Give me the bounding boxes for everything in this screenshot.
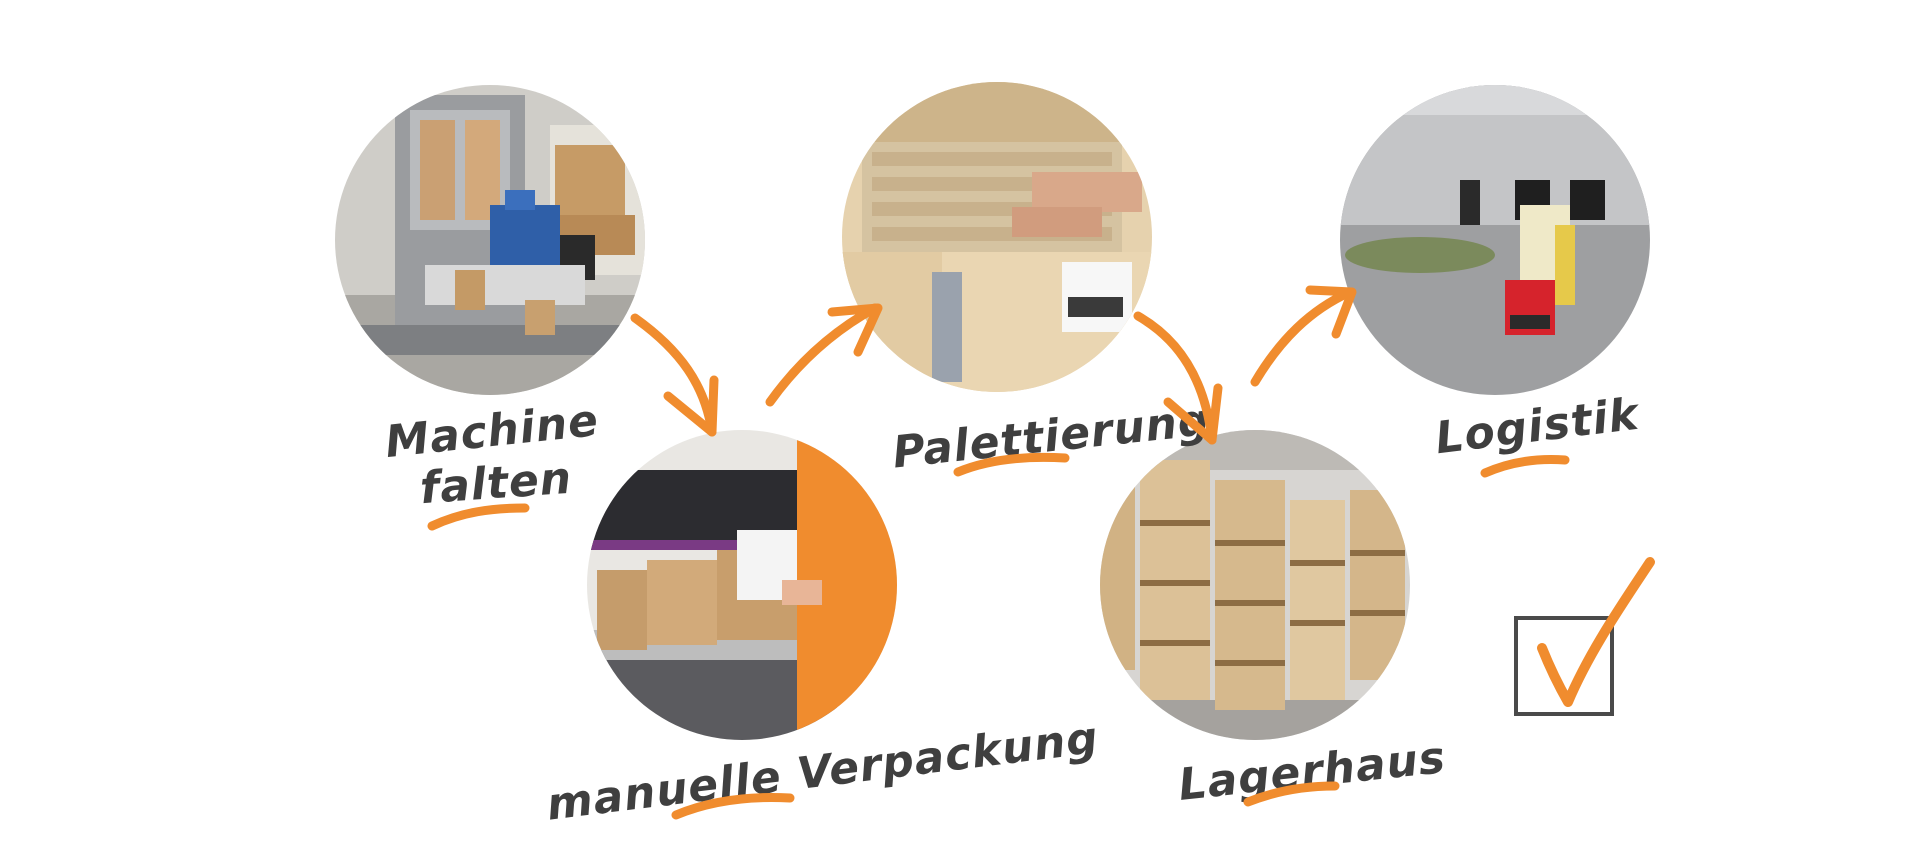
arrow-pallet-to-warehouse — [1133, 311, 1217, 445]
underline-logistics — [1480, 455, 1570, 478]
arrow-manual-to-pallet — [765, 303, 880, 407]
underline-warehouse — [1243, 781, 1340, 807]
underline-machine — [427, 503, 530, 531]
machine-folding-photo — [335, 85, 645, 395]
manual-packing-photo — [587, 430, 897, 740]
arrow-manual-to-pallet-head — [827, 303, 883, 357]
arrow-machine-to-manual-head — [663, 375, 719, 437]
arrow-warehouse-to-logistics — [1250, 287, 1355, 387]
arrow-warehouse-to-logistics-head — [1305, 285, 1357, 339]
underline-pallet — [953, 452, 1070, 477]
check-mark-icon — [1537, 557, 1655, 707]
arrow-pallet-to-warehouse-head — [1163, 383, 1223, 445]
checkbox-square — [1514, 616, 1614, 716]
underline-manual — [671, 793, 795, 820]
